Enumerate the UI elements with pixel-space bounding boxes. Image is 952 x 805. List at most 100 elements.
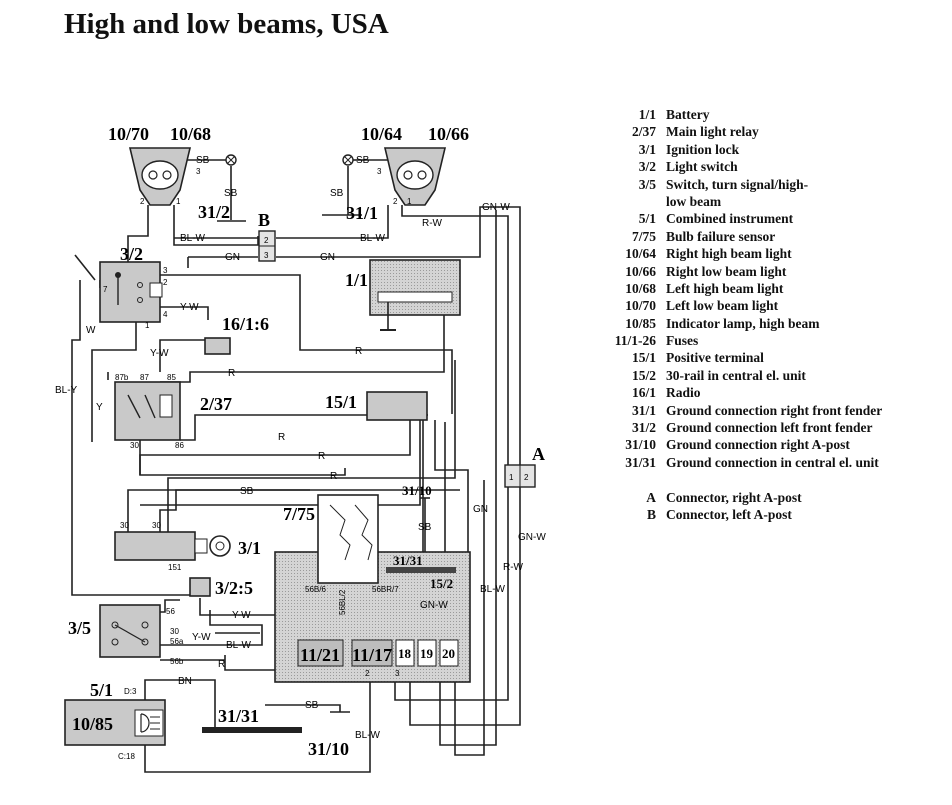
pin-1-left-lamp: 1 xyxy=(176,197,181,206)
label-5-1: 5/1 xyxy=(90,680,113,700)
wire-sb-3: SB xyxy=(356,155,370,166)
legend-code: 10/66 xyxy=(625,263,656,279)
legend-code: 10/64 xyxy=(625,246,656,262)
label-3-5: 3/5 xyxy=(68,618,91,638)
legend-row: 3/5 Switch, turn signal/high- xyxy=(592,176,882,193)
legend-code: 3/5 xyxy=(638,176,656,192)
legend-code: 10/70 xyxy=(625,298,656,314)
legend-row: 10/70 Left low beam light xyxy=(592,297,882,314)
legend-description: Positive terminal xyxy=(666,350,764,366)
wire-yw-4: Y-W xyxy=(192,632,211,643)
pin-2-switch: 2 xyxy=(163,278,168,287)
legend-description: Ground connection right A-post xyxy=(666,437,850,453)
wire-gn-1: GN xyxy=(225,252,240,263)
legend-code: 10/68 xyxy=(625,280,656,296)
label-15-2: 15/2 xyxy=(430,576,453,591)
label-10-70: 10/70 xyxy=(108,124,149,144)
pin-56br7: 56BR/7 xyxy=(372,585,399,594)
legend-description: Switch, turn signal/high- xyxy=(666,176,809,192)
legend-code: 10/85 xyxy=(625,315,656,331)
pin-4-switch: 4 xyxy=(163,310,168,319)
pin-30-ign-2: 30 xyxy=(152,521,161,530)
wire-gnw-2: GN-W xyxy=(518,532,546,543)
legend-row: 5/1 Combined instrument xyxy=(592,210,882,227)
label-31-31-rail: 31/31 xyxy=(393,553,423,568)
wire-blw-2: BL-W xyxy=(360,233,386,244)
legend-row: 31/10 Ground connection right A-post xyxy=(592,436,882,453)
legend-description: Connector, left A-post xyxy=(666,506,792,522)
legend-description: Right low beam light xyxy=(666,263,787,279)
pin-2-conn-b: 2 xyxy=(264,236,269,245)
wire-r-6: R xyxy=(218,659,225,670)
label-10-68: 10/68 xyxy=(170,124,211,144)
wire-yw-2: Y-W xyxy=(150,348,169,359)
legend-description: Combined instrument xyxy=(666,211,794,227)
wire-rw-2: R-W xyxy=(503,562,524,573)
legend-description: Light switch xyxy=(666,159,738,175)
pin-86: 86 xyxy=(175,441,184,450)
pin-1-switch: 1 xyxy=(145,321,150,330)
wire-yw-1: Y-W xyxy=(180,302,199,313)
wire-r-5: R xyxy=(330,471,337,482)
label-fuse-18: 18 xyxy=(398,646,412,661)
wire-y: Y xyxy=(96,402,103,413)
page-title: High and low beams, USA xyxy=(64,8,389,40)
label-3-2-5: 3/2:5 xyxy=(215,578,253,598)
legend-description: Left low beam light xyxy=(666,298,779,314)
legend-description: Indicator lamp, high beam xyxy=(666,315,820,331)
legend-code: 31/31 xyxy=(625,454,656,470)
legend-code: 31/2 xyxy=(631,420,656,436)
legend-code: 1/1 xyxy=(638,107,656,122)
legend-code: B xyxy=(646,506,656,522)
label-3-2: 3/2 xyxy=(120,244,143,264)
pin-2-rail: 2 xyxy=(365,669,370,678)
legend-code: A xyxy=(646,489,656,505)
label-31-2: 31/2 xyxy=(198,202,230,222)
legend-row: 10/85 Indicator lamp, high beam xyxy=(592,315,882,332)
pin-56a: 56a xyxy=(170,637,184,646)
legend-code: 31/10 xyxy=(625,437,656,453)
legend-connector-row: B Connector, left A-post xyxy=(592,506,882,523)
fuse-16-1 xyxy=(204,337,231,355)
battery xyxy=(369,259,461,331)
wire-blw-3: BL-W xyxy=(480,584,506,595)
ignition-lock xyxy=(114,531,231,561)
legend-description: 30-rail in central el. unit xyxy=(666,367,806,383)
wire-bn: BN xyxy=(178,676,192,687)
pin-30-relay: 30 xyxy=(130,441,139,450)
pin-85: 85 xyxy=(167,373,176,382)
legend-description: Left high beam light xyxy=(666,280,784,296)
wire-gn-3: GN xyxy=(473,504,488,515)
legend-description: Right high beam light xyxy=(666,246,792,262)
pin-2-conn-a: 2 xyxy=(524,473,529,482)
wire-yw-3: Y-W xyxy=(232,610,251,621)
legend-description: Main light relay xyxy=(666,124,759,140)
legend-row: 10/64 Right high beam light xyxy=(592,245,882,262)
wire-sb-1: SB xyxy=(196,155,210,166)
wire-gnw-3: GN-W xyxy=(420,600,448,611)
wire-sb-7: SB xyxy=(305,700,319,711)
label-fuse-11-17: 11/17 xyxy=(352,645,392,665)
pin-1-conn-a: 1 xyxy=(509,473,514,482)
legend-code: 15/1 xyxy=(631,350,656,366)
pin-3-left-lamp: 3 xyxy=(196,167,201,176)
legend-row: low beam xyxy=(592,193,882,210)
legend-connector-row: A Connector, right A-post xyxy=(592,489,882,506)
legend-code: 5/1 xyxy=(638,211,656,227)
pin-3-right-lamp: 3 xyxy=(377,167,382,176)
legend-description: Connector, right A-post xyxy=(666,489,802,505)
combined-instrument xyxy=(64,699,166,746)
legend-code: 3/2 xyxy=(638,159,656,175)
pin-1-right-lamp: 1 xyxy=(407,197,412,206)
light-switch xyxy=(74,254,163,323)
connector-b xyxy=(258,230,276,262)
label-b: B xyxy=(258,210,270,230)
pin-56bl2: 56BL/2 xyxy=(338,589,347,615)
pin-7-switch: 7 xyxy=(103,285,108,294)
legend-description: Ignition lock xyxy=(666,141,740,157)
turn-signal-switch xyxy=(99,604,161,658)
lamp-symbol-left xyxy=(225,154,237,166)
